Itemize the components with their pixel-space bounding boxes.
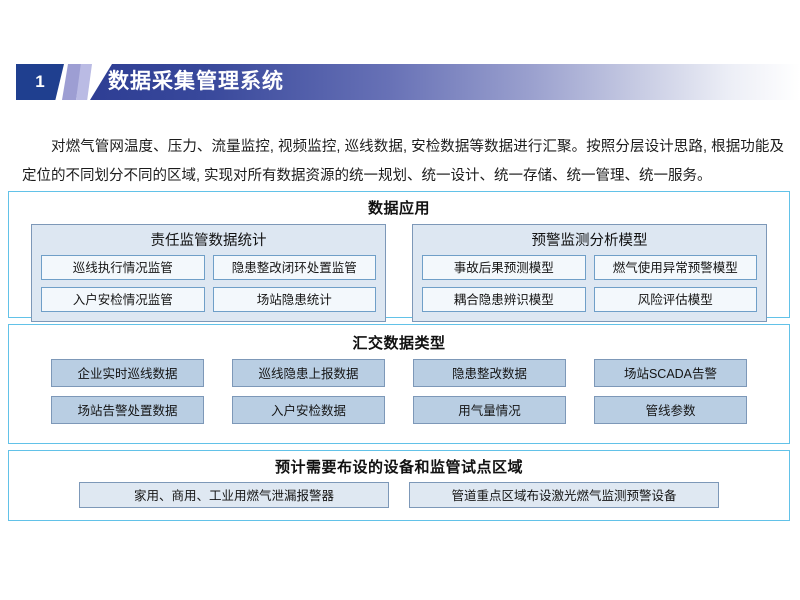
group-item[interactable]: 巡线执行情况监管	[41, 255, 205, 280]
group-item-grid: 事故后果预测模型 燃气使用异常预警模型 耦合隐患辨识模型 风险评估模型	[422, 255, 757, 312]
banner-gradient-bar	[90, 64, 800, 100]
section-data-types: 汇交数据类型 企业实时巡线数据 巡线隐患上报数据 隐患整改数据 场站SCADA告…	[8, 324, 790, 444]
group-item[interactable]: 风险评估模型	[593, 287, 757, 312]
section-title-data-application: 数据应用	[367, 200, 430, 217]
data-type-item[interactable]: 隐患整改数据	[413, 359, 566, 387]
data-type-grid: 企业实时巡线数据 巡线隐患上报数据 隐患整改数据 场站SCADA告警 场站告警处…	[9, 353, 789, 424]
pilot-device-item[interactable]: 管道重点区域布设激光燃气监测预警设备	[409, 482, 719, 508]
data-type-item[interactable]: 场站SCADA告警	[594, 359, 747, 387]
page-header: 1 数据采集管理系统	[0, 64, 800, 100]
group-item[interactable]: 燃气使用异常预警模型	[593, 255, 757, 280]
pilot-device-item[interactable]: 家用、商用、工业用燃气泄漏报警器	[79, 482, 389, 508]
group-title: 责任监管数据统计	[150, 233, 267, 249]
group-early-warning-model: 预警监测分析模型 事故后果预测模型 燃气使用异常预警模型 耦合隐患辨识模型 风险…	[412, 224, 767, 322]
group-title: 预警监测分析模型	[531, 233, 648, 249]
data-type-item[interactable]: 用气量情况	[413, 396, 566, 424]
pilot-device-row: 家用、商用、工业用燃气泄漏报警器 管道重点区域布设激光燃气监测预警设备	[9, 477, 789, 508]
data-type-item[interactable]: 入户安检数据	[232, 396, 385, 424]
banner-stripe-two	[76, 64, 92, 100]
group-item[interactable]: 入户安检情况监管	[41, 287, 205, 312]
section-number-badge: 1	[16, 64, 64, 100]
section-title-data-types: 汇交数据类型	[352, 335, 446, 352]
page-title: 数据采集管理系统	[108, 70, 284, 93]
data-type-item[interactable]: 企业实时巡线数据	[51, 359, 204, 387]
section-data-application: 数据应用 责任监管数据统计 巡线执行情况监管 隐患整改闭环处置监管 入户安检情况…	[8, 191, 790, 322]
group-item[interactable]: 场站隐患统计	[212, 287, 376, 312]
banner-stripe-one	[62, 64, 82, 100]
data-type-item[interactable]: 管线参数	[594, 396, 747, 424]
group-container: 责任监管数据统计 巡线执行情况监管 隐患整改闭环处置监管 入户安检情况监管 场站…	[9, 218, 789, 322]
data-type-item[interactable]: 巡线隐患上报数据	[232, 359, 385, 387]
data-type-item[interactable]: 场站告警处置数据	[51, 396, 204, 424]
intro-paragraph: 对燃气管网温度、压力、流量监控, 视频监控, 巡线数据, 安检数据等数据进行汇聚…	[22, 138, 784, 184]
group-responsibility-supervision: 责任监管数据统计 巡线执行情况监管 隐患整改闭环处置监管 入户安检情况监管 场站…	[31, 224, 386, 322]
group-item[interactable]: 事故后果预测模型	[422, 255, 586, 280]
group-item[interactable]: 耦合隐患辨识模型	[422, 287, 586, 312]
section-title-pilot-devices: 预计需要布设的设备和监管试点区域	[274, 459, 523, 476]
group-item[interactable]: 隐患整改闭环处置监管	[212, 255, 376, 280]
section-pilot-devices: 预计需要布设的设备和监管试点区域 家用、商用、工业用燃气泄漏报警器 管道重点区域…	[8, 450, 790, 521]
group-item-grid: 巡线执行情况监管 隐患整改闭环处置监管 入户安检情况监管 场站隐患统计	[41, 255, 376, 312]
